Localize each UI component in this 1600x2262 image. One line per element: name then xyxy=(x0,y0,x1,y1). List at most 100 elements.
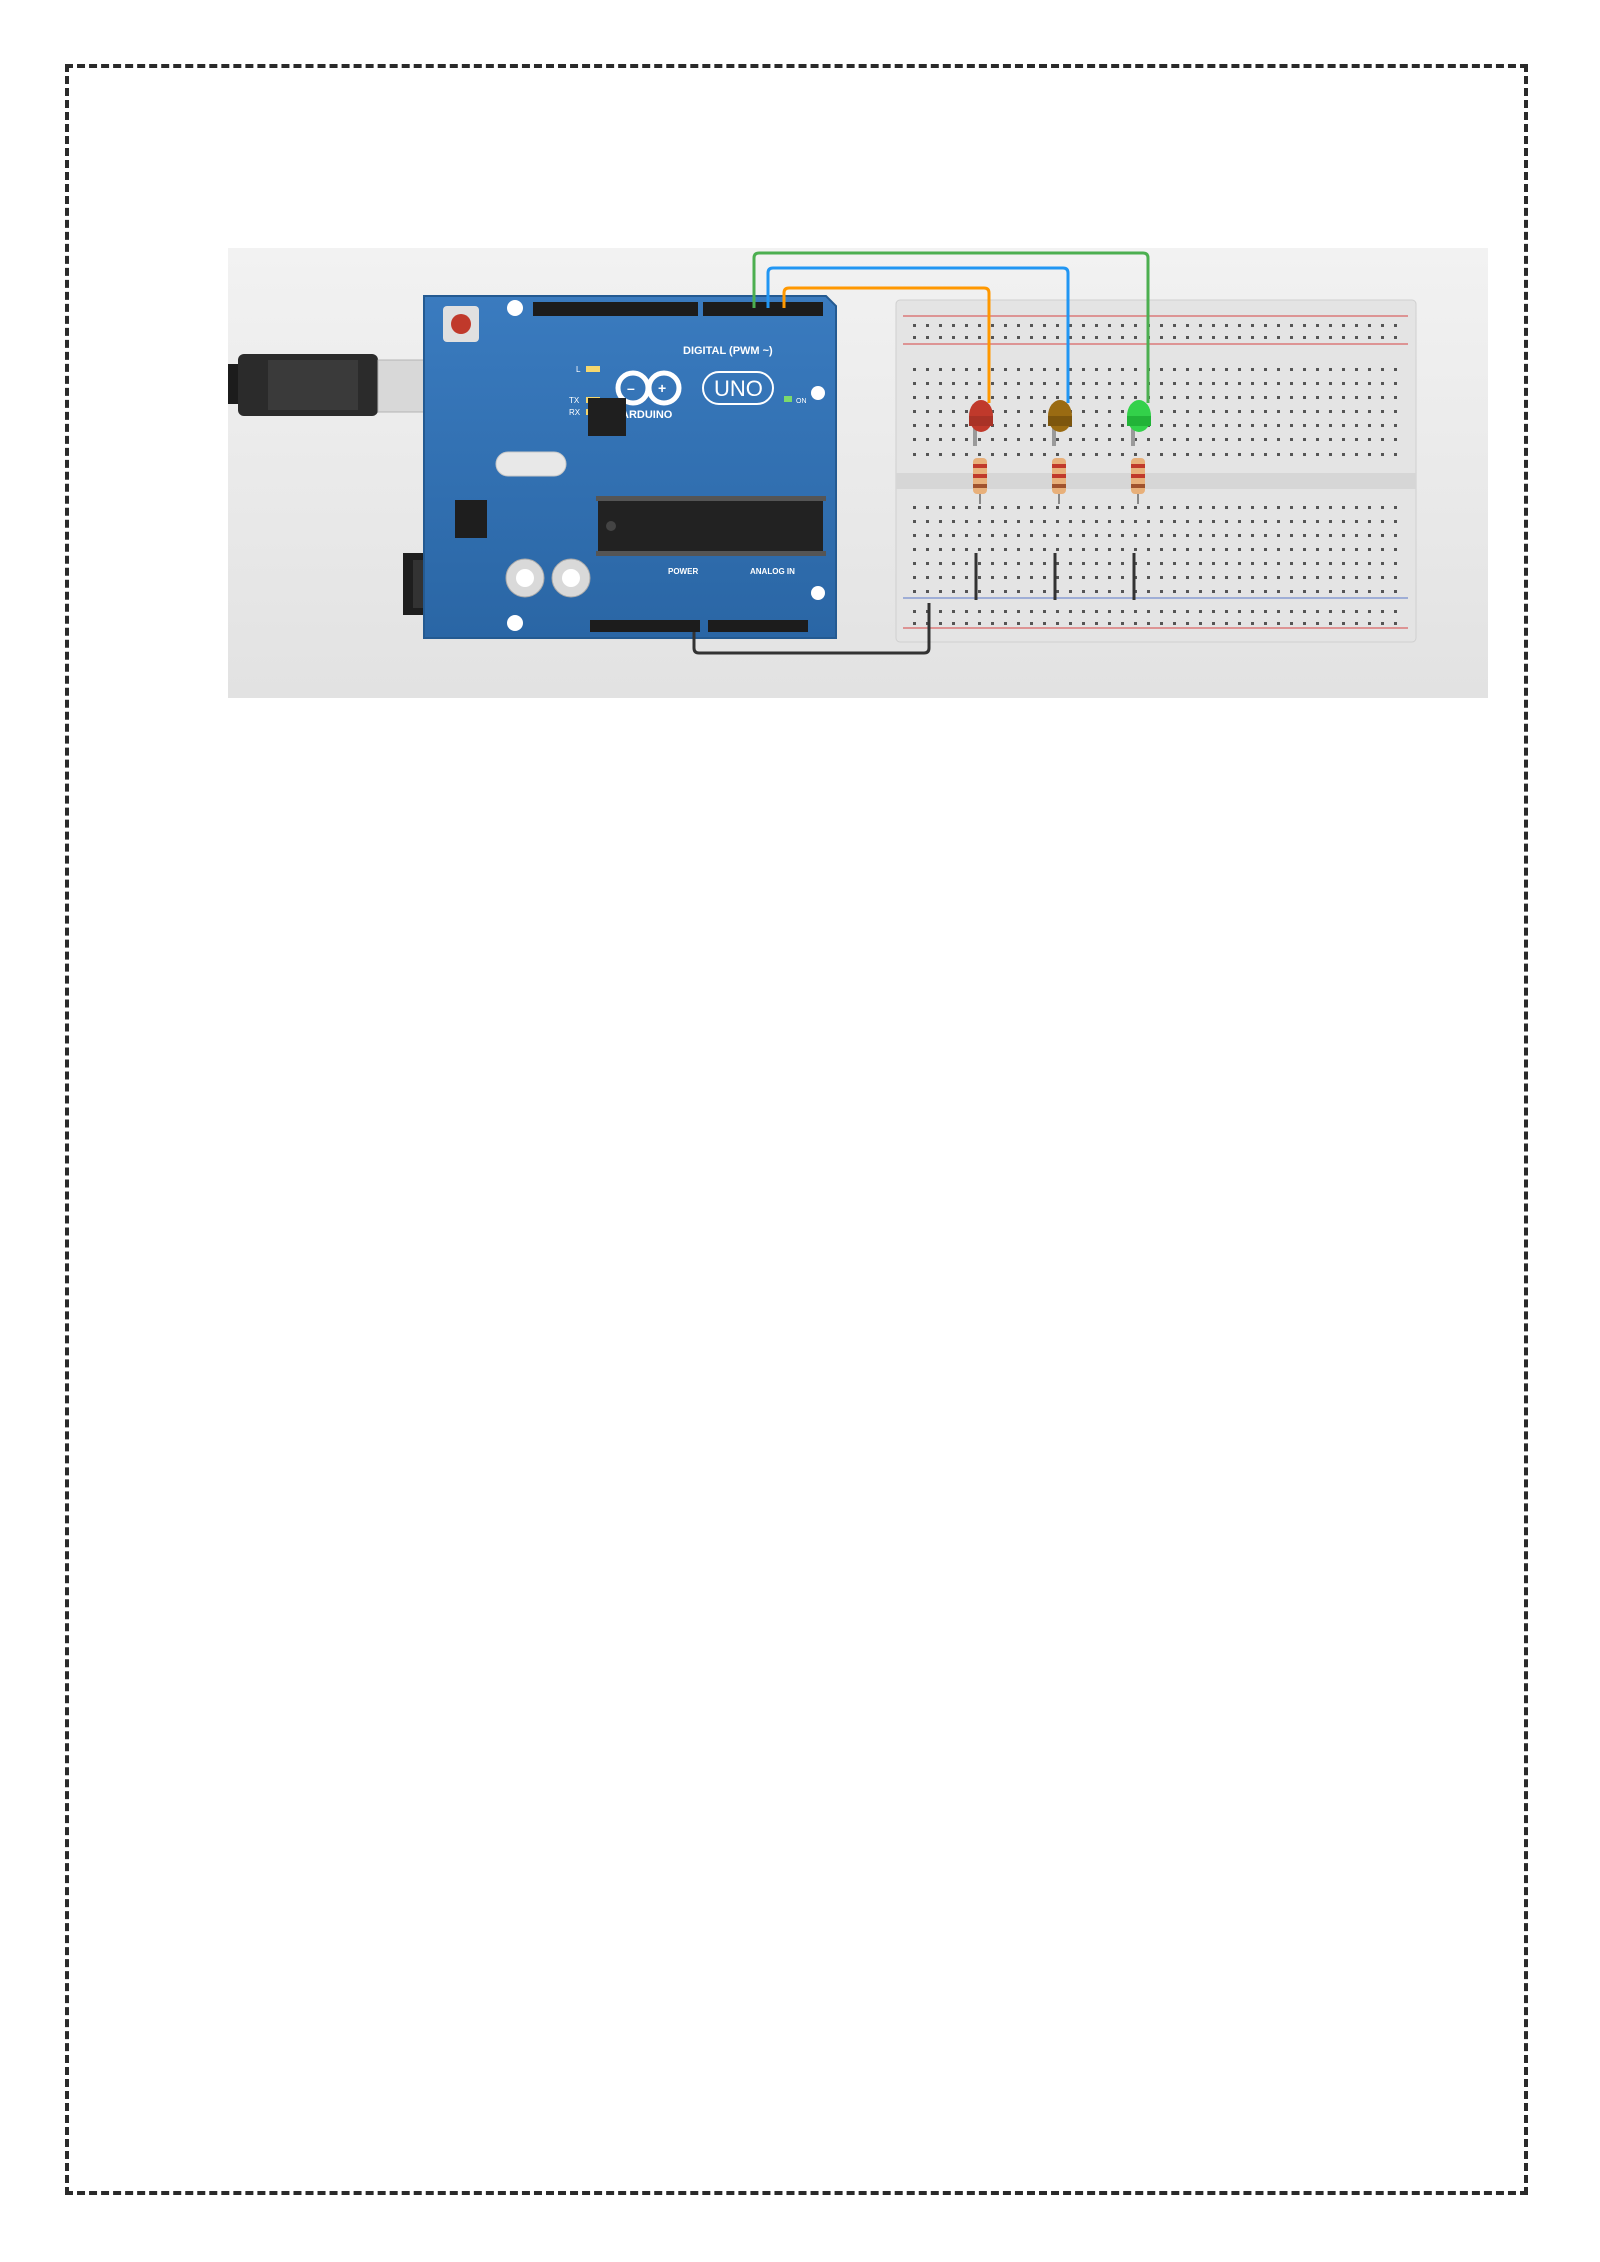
breadboard-hole xyxy=(1017,324,1020,327)
breadboard-hole xyxy=(1147,562,1150,565)
breadboard-hole xyxy=(1043,368,1046,371)
breadboard-hole xyxy=(1303,610,1306,613)
breadboard-hole xyxy=(1355,324,1358,327)
breadboard-hole xyxy=(952,534,955,537)
breadboard-hole xyxy=(1251,453,1254,456)
breadboard-hole xyxy=(1368,438,1371,441)
breadboard-hole xyxy=(939,396,942,399)
breadboard-hole xyxy=(1056,590,1059,593)
breadboard-hole xyxy=(1108,410,1111,413)
breadboard-hole xyxy=(1329,590,1332,593)
breadboard-hole xyxy=(1082,590,1085,593)
breadboard-hole xyxy=(978,438,981,441)
breadboard-hole xyxy=(1108,534,1111,537)
breadboard-hole xyxy=(1212,562,1215,565)
analog-header xyxy=(708,620,808,632)
breadboard-hole xyxy=(1121,534,1124,537)
led-red xyxy=(969,400,993,446)
breadboard-hole xyxy=(1212,576,1215,579)
breadboard-hole xyxy=(1290,438,1293,441)
breadboard-hole xyxy=(939,382,942,385)
breadboard-hole xyxy=(1160,396,1163,399)
breadboard-hole xyxy=(1030,576,1033,579)
breadboard-hole xyxy=(1329,506,1332,509)
breadboard-hole xyxy=(1329,520,1332,523)
breadboard-hole xyxy=(1017,453,1020,456)
breadboard-hole xyxy=(1082,506,1085,509)
breadboard-hole xyxy=(1251,324,1254,327)
breadboard-hole xyxy=(1160,534,1163,537)
breadboard-hole xyxy=(1017,396,1020,399)
breadboard-hole xyxy=(1056,396,1059,399)
breadboard-hole xyxy=(1303,562,1306,565)
breadboard-hole xyxy=(952,336,955,339)
breadboard-hole xyxy=(1082,324,1085,327)
breadboard-hole xyxy=(1147,576,1150,579)
breadboard-hole xyxy=(926,506,929,509)
breadboard-hole xyxy=(1017,368,1020,371)
breadboard-hole xyxy=(1004,590,1007,593)
breadboard-hole xyxy=(1342,622,1345,625)
breadboard-hole xyxy=(926,368,929,371)
breadboard-hole xyxy=(913,396,916,399)
breadboard-hole xyxy=(1225,610,1228,613)
breadboard-hole xyxy=(939,410,942,413)
breadboard-hole xyxy=(1251,410,1254,413)
breadboard-hole xyxy=(965,548,968,551)
breadboard-hole xyxy=(1004,562,1007,565)
breadboard-hole xyxy=(1264,336,1267,339)
breadboard-hole xyxy=(1342,534,1345,537)
breadboard-hole xyxy=(1186,506,1189,509)
breadboard-hole xyxy=(1160,410,1163,413)
breadboard-hole xyxy=(965,520,968,523)
breadboard-hole xyxy=(1290,382,1293,385)
breadboard-hole xyxy=(991,336,994,339)
breadboard-hole xyxy=(1225,562,1228,565)
breadboard-hole xyxy=(1095,506,1098,509)
breadboard-hole xyxy=(1316,506,1319,509)
breadboard-hole xyxy=(1095,368,1098,371)
breadboard-hole xyxy=(1056,506,1059,509)
ground-jumpers xyxy=(974,553,1136,600)
breadboard-hole xyxy=(1017,506,1020,509)
breadboard-hole xyxy=(1108,590,1111,593)
resistors xyxy=(973,458,1145,504)
breadboard-hole xyxy=(1134,506,1137,509)
breadboard-hole xyxy=(1043,610,1046,613)
breadboard-hole xyxy=(1329,548,1332,551)
breadboard-hole xyxy=(1004,368,1007,371)
breadboard-hole xyxy=(1212,396,1215,399)
breadboard-hole xyxy=(1121,324,1124,327)
breadboard-hole xyxy=(1316,534,1319,537)
breadboard-hole xyxy=(1173,548,1176,551)
breadboard-hole xyxy=(1004,410,1007,413)
breadboard-hole xyxy=(991,324,994,327)
breadboard-hole xyxy=(1264,610,1267,613)
breadboard-hole xyxy=(1186,368,1189,371)
rx-label: RX xyxy=(569,408,581,417)
breadboard-hole xyxy=(1264,424,1267,427)
breadboard-hole xyxy=(913,336,916,339)
breadboard-hole xyxy=(1238,576,1241,579)
breadboard-hole xyxy=(1264,622,1267,625)
breadboard-hole xyxy=(1017,336,1020,339)
breadboard-hole xyxy=(1251,424,1254,427)
breadboard-hole xyxy=(1199,590,1202,593)
breadboard-hole xyxy=(1121,438,1124,441)
breadboard-hole xyxy=(939,610,942,613)
breadboard-hole xyxy=(1082,453,1085,456)
breadboard-hole xyxy=(1342,590,1345,593)
breadboard-hole xyxy=(1095,520,1098,523)
breadboard-hole xyxy=(978,534,981,537)
breadboard-hole xyxy=(1134,336,1137,339)
breadboard-hole xyxy=(978,548,981,551)
breadboard-hole xyxy=(1121,576,1124,579)
breadboard-hole xyxy=(952,424,955,427)
breadboard-hole xyxy=(952,576,955,579)
breadboard-hole xyxy=(1186,534,1189,537)
breadboard-hole xyxy=(1017,382,1020,385)
breadboard-hole xyxy=(1342,324,1345,327)
breadboard-hole xyxy=(1004,453,1007,456)
breadboard-hole xyxy=(1147,453,1150,456)
breadboard-hole xyxy=(913,410,916,413)
